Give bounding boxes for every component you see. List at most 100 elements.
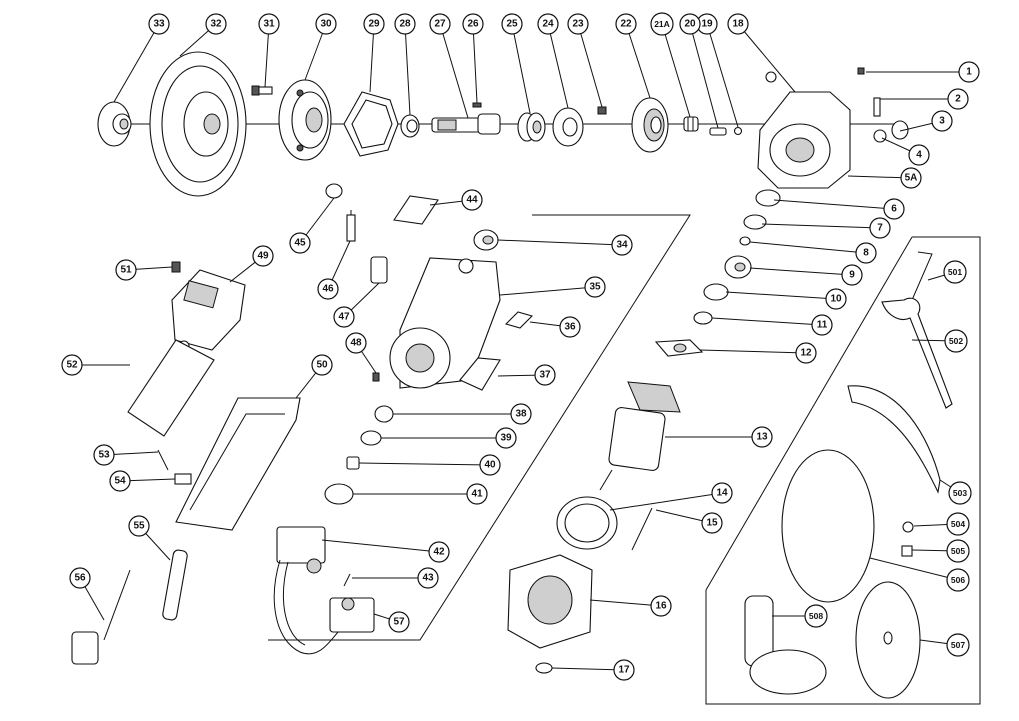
callout-48: 48 — [345, 332, 367, 354]
group-frame-middle — [268, 214, 691, 641]
callout-circle — [462, 13, 484, 35]
callout-22: 22 — [615, 13, 637, 35]
callout-1: 1 — [958, 61, 980, 83]
callout-circle — [946, 539, 970, 563]
callout-number: 36 — [564, 322, 576, 333]
callout-number: 17 — [618, 665, 630, 676]
callout-circle — [205, 13, 227, 35]
callout-circle — [93, 444, 115, 466]
callout-4: 4 — [908, 144, 930, 166]
callout-number: 53 — [98, 450, 110, 461]
callout-16: 16 — [650, 595, 672, 617]
part-20-lock-pin — [709, 127, 727, 136]
part-503-side-handle — [847, 385, 941, 494]
part-13-armature — [599, 381, 681, 491]
callout-circle — [795, 342, 817, 364]
callout-56: 56 — [69, 567, 91, 589]
callout-number: 25 — [506, 19, 518, 30]
callout-15: 15 — [701, 512, 723, 534]
callout-circle — [333, 306, 355, 328]
callout-54: 54 — [109, 470, 131, 492]
part-506-polishing-bonnet — [781, 449, 875, 603]
callout-number: 506 — [951, 575, 965, 585]
callout-number: 44 — [466, 195, 478, 206]
callout-circle — [869, 217, 891, 239]
callout-8: 8 — [855, 242, 877, 264]
part-501-hex-wrench — [911, 251, 933, 301]
callout-number: 1 — [966, 67, 972, 78]
callout-circle — [811, 314, 833, 336]
leader-line-22 — [625, 23, 651, 99]
callout-number: 508 — [809, 611, 823, 621]
part-33-flange — [97, 101, 132, 147]
callout-30: 30 — [315, 13, 337, 35]
part-10-ring — [703, 283, 729, 301]
callout-circle — [883, 198, 905, 220]
callout-10: 10 — [825, 288, 847, 310]
callout-circle — [727, 13, 749, 35]
part-12-bearing-holder — [654, 339, 704, 357]
callout-49: 49 — [252, 245, 274, 267]
callout-circle — [855, 242, 877, 264]
callout-number: 33 — [153, 19, 165, 30]
callout-circle — [615, 13, 637, 35]
callout-number: 501 — [948, 267, 962, 277]
callout-53: 53 — [93, 444, 115, 466]
leader-line-34 — [497, 239, 623, 246]
leader-line-8 — [749, 241, 867, 254]
callout-31: 31 — [258, 13, 280, 35]
leader-line-10 — [725, 291, 837, 300]
part-32-backing-pad — [149, 51, 247, 197]
leader-line-23 — [577, 23, 603, 108]
callout-circle — [946, 568, 970, 592]
callout-14: 14 — [711, 482, 733, 504]
group-frame-accessories — [705, 236, 981, 705]
callout-17: 17 — [613, 659, 635, 681]
callout-circle — [825, 288, 847, 310]
callout-circle — [311, 354, 333, 376]
part-38-bearing — [374, 405, 394, 423]
callout-circle — [501, 13, 523, 35]
part-26-key — [472, 102, 482, 108]
callout-18: 18 — [727, 13, 749, 35]
leader-line-28 — [404, 23, 411, 116]
part-41-switch-cap — [324, 483, 354, 505]
callout-labels: 12345A6789101112131415161718192021A22232… — [61, 12, 980, 681]
callout-circle — [363, 13, 385, 35]
callout-circle — [611, 234, 633, 256]
callout-number: 24 — [542, 19, 554, 30]
callout-45: 45 — [289, 232, 311, 254]
callout-6: 6 — [883, 198, 905, 220]
callout-circle — [567, 13, 589, 35]
callout-41: 41 — [466, 483, 488, 505]
part-45-cap — [325, 183, 343, 199]
callout-number: 505 — [951, 546, 965, 556]
part-42-switch — [273, 526, 341, 655]
callout-circle — [289, 232, 311, 254]
callout-circle — [394, 13, 416, 35]
part-31-screw — [251, 85, 273, 96]
callout-circle — [948, 481, 972, 505]
callout-number: 30 — [320, 19, 332, 30]
leader-line-16 — [589, 599, 662, 607]
callout-circle — [559, 316, 581, 338]
part-56-power-plug — [71, 569, 131, 665]
part-46-brush — [346, 210, 356, 242]
part-18-gear-housing — [757, 71, 851, 189]
callout-number: 31 — [263, 19, 275, 30]
part-6-ring — [755, 189, 781, 207]
leader-line-17 — [551, 667, 625, 671]
leader-line-29 — [369, 23, 375, 93]
callout-505: 505 — [946, 539, 970, 563]
callout-52: 52 — [61, 354, 83, 376]
callout-21A: 21A — [650, 12, 674, 36]
callout-28: 28 — [394, 13, 416, 35]
callout-506: 506 — [946, 568, 970, 592]
part-7-ring — [743, 214, 767, 230]
leader-line-506 — [869, 557, 959, 581]
callout-507: 507 — [946, 633, 970, 657]
callout-circle — [388, 611, 410, 633]
callout-circle — [946, 633, 970, 657]
callout-circle — [417, 567, 439, 589]
callout-35: 35 — [584, 276, 606, 298]
